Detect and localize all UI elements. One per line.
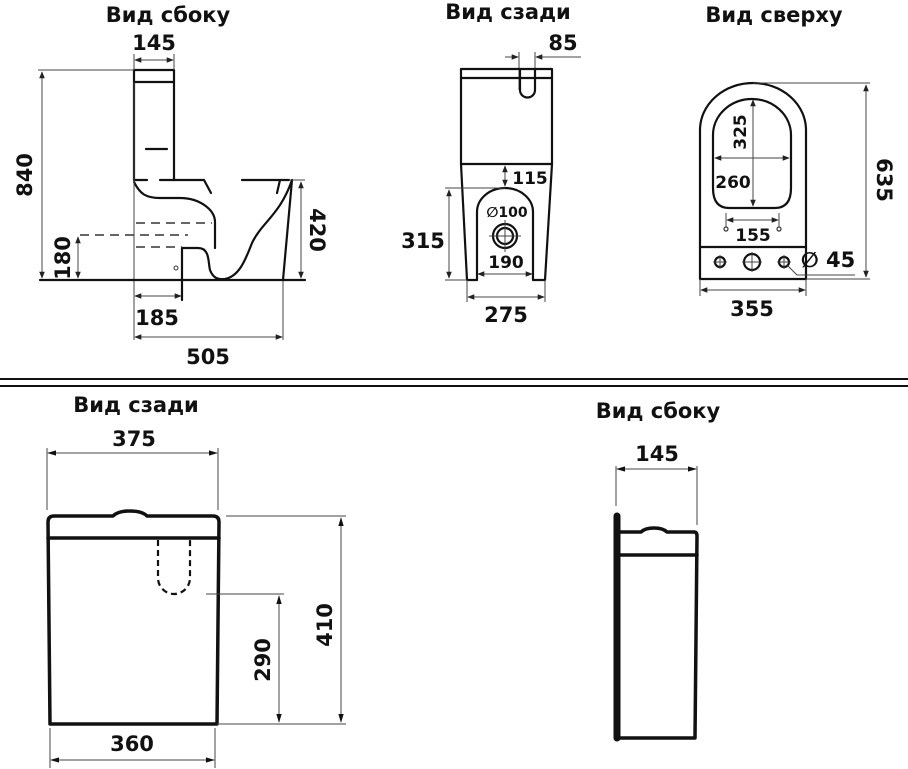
dim-outlet-offset: 185 [135,306,179,330]
dim-bowl-height: 420 [305,208,329,252]
dim-arch-height: 315 [401,229,445,253]
tank-body [132,80,176,182]
top-view: Вид сверху 325 260 155 [698,3,896,321]
dim-total-width: 355 [730,297,774,321]
dim-tank-depth: 145 [132,31,176,55]
dim-outlet-diameter: ∅100 [486,205,527,221]
leader-line [786,264,855,276]
side-view: Вид сбоку 145 840 180 [13,3,329,369]
back-view: Вид сзади 85 115 ∅100 315 190 [401,0,581,327]
dim-tank-bottom-width: 360 [110,732,154,756]
back-view-title: Вид сзади [445,0,571,24]
tank-slot [518,67,537,99]
tank-body [459,67,554,166]
bowl-back [281,178,294,282]
dim-tank-side-depth: 145 [635,442,679,466]
tank-outline [618,526,699,740]
dim-tank-top-width: 375 [112,427,156,451]
tank-back-view: Вид сзади 375 410 290 360 [46,393,346,768]
tank-back-view-title: Вид сзади [73,393,199,417]
seat-opening [711,97,793,210]
bolt-hole-icon [173,265,179,271]
tank-side-view: Вид сбоку 145 [596,399,721,742]
tank-outline [46,509,221,726]
dim-hole-diameter: ∅ 45 [801,248,856,272]
dim-seat-length: 325 [731,114,751,150]
trap-upper [132,180,217,250]
seat-line-right [240,178,291,195]
seat-line-left [132,178,213,195]
tank-lid [132,68,176,84]
dim-hinge-spacing: 155 [735,226,771,246]
side-view-title: Вид сбоку [106,3,231,27]
dim-inlet-height: 290 [251,638,275,682]
trap-lower [180,178,294,281]
dim-outlet-height: 180 [51,236,75,280]
dim-tank-height: 410 [313,603,337,647]
dim-arch-width: 190 [488,253,524,273]
dim-gap-to-arch: 115 [512,169,548,189]
dim-base-width: 275 [484,303,528,327]
top-view-title: Вид сверху [705,3,843,27]
hinge-hole-icon [776,226,782,232]
mounting-holes [713,252,791,272]
hinge-hole-icon [723,226,729,232]
dim-total-depth: 635 [872,158,896,202]
hidden-inlet [156,540,192,596]
tank-side-view-title: Вид сбоку [596,399,721,423]
dim-seat-width: 260 [715,173,751,193]
dim-slot-width: 85 [548,31,577,55]
dim-total-length: 505 [186,345,230,369]
dim-total-height: 840 [13,153,37,197]
